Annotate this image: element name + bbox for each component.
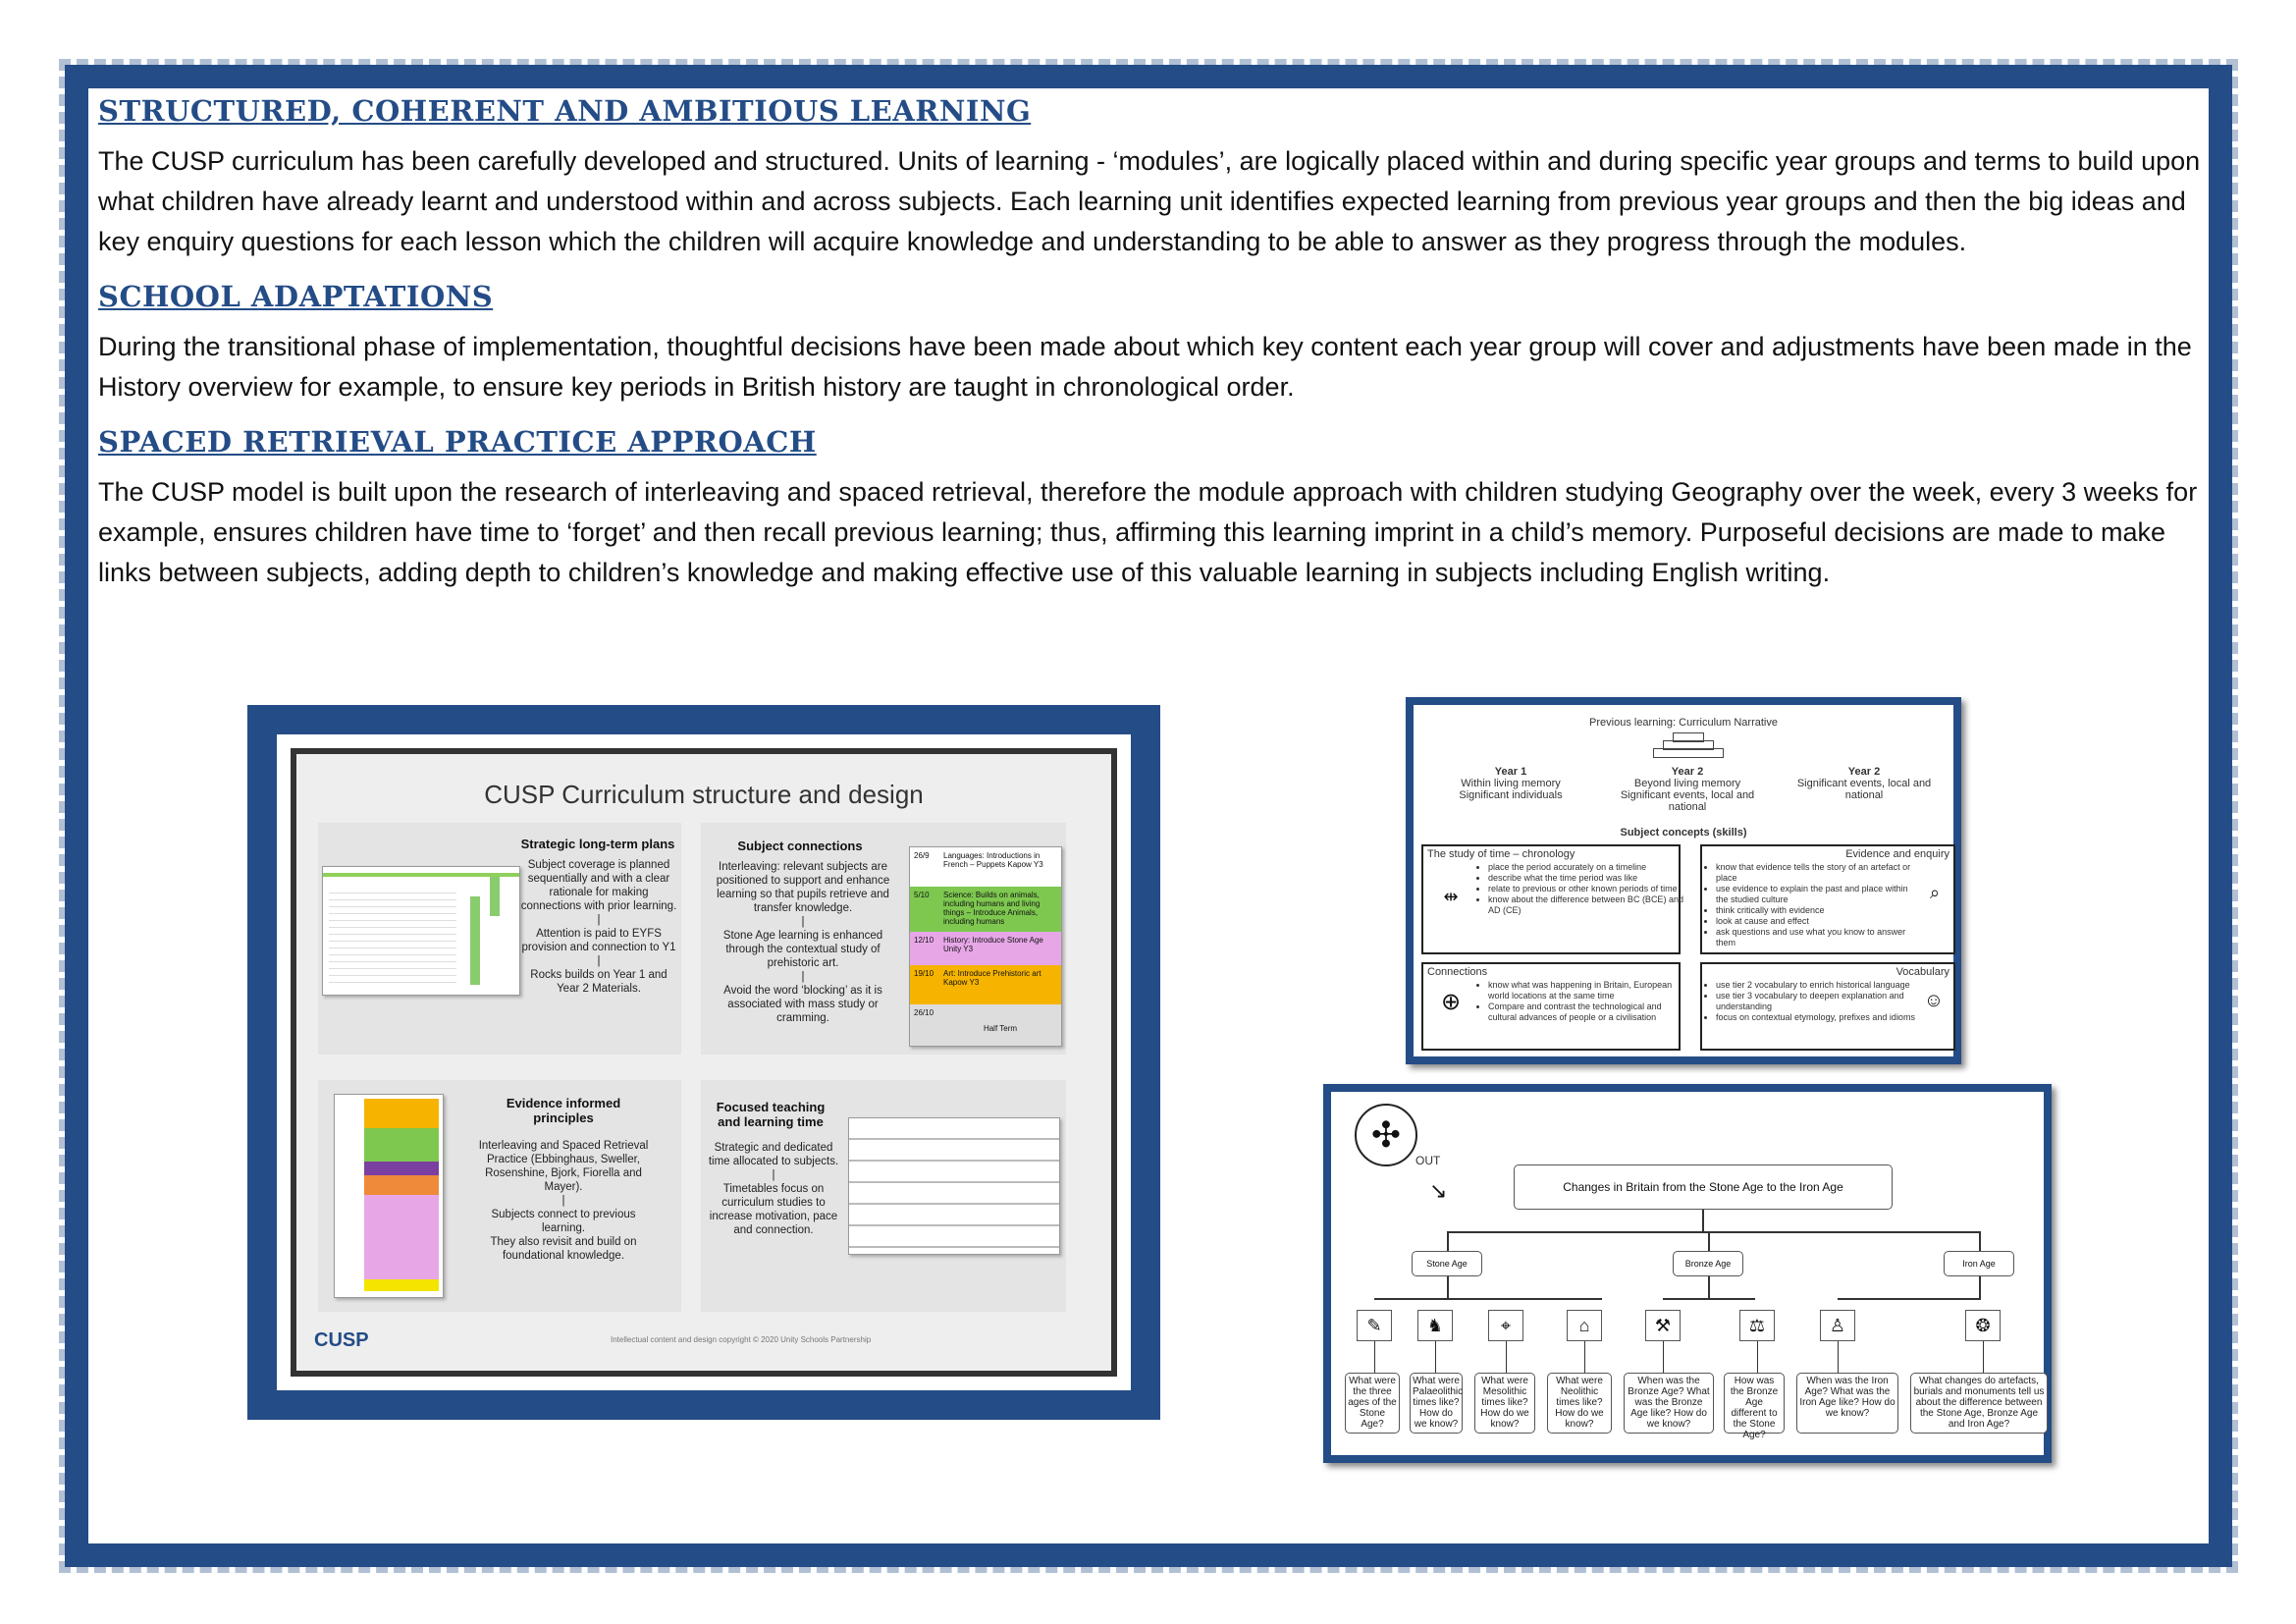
magnifier-icon: ⌕ — [1929, 883, 1941, 902]
bronze-tool-icon: ⚒ — [1645, 1310, 1681, 1341]
schedule-date: 26/10 — [914, 1008, 934, 1017]
knowledge-tree-image: ✣ OUT ↘ Changes in Britain from the Ston… — [1323, 1084, 2052, 1463]
question-box: What were Neolithic times like? How do w… — [1547, 1373, 1612, 1434]
year-column: Year 2 Significant events, local and nat… — [1796, 766, 1932, 801]
schedule-date: 12/10 — [914, 936, 934, 945]
timetable-thumbnail — [848, 1117, 1060, 1255]
schedule-thumbnail: 26/9 Languages: Introductions in French … — [909, 846, 1062, 1047]
card-focused-teaching: Focused teaching and learning time Strat… — [701, 1080, 1066, 1312]
mammoth-icon: ♞ — [1417, 1310, 1453, 1341]
concept-vocabulary: Vocabulary ☺ use tier 2 vocabulary to en… — [1700, 962, 1955, 1051]
card-body: Strategic and dedicated time allocated t… — [708, 1142, 839, 1236]
paragraph-spaced-retrieval: The CUSP model is built upon the researc… — [98, 477, 2198, 587]
schedule-label: Science: Builds on animals, including hu… — [943, 891, 1041, 926]
cave-painting-icon: ✎ — [1357, 1310, 1392, 1341]
card-title: Evidence informed principles — [506, 1096, 621, 1125]
question-box: What changes do artefacts, burials and m… — [1910, 1373, 2048, 1434]
branch-iron-age: Iron Age — [1944, 1251, 2014, 1276]
schedule-label: Art: Introduce Prehistoric art Kapow Y3 — [943, 969, 1041, 987]
globe-icon: ⊕ — [1440, 989, 1462, 1015]
paragraph-school-adaptations: During the transitional phase of impleme… — [98, 332, 2192, 402]
card-long-term-plans: Strategic long-term plans Subject covera… — [318, 823, 681, 1055]
timeline-icon: ⇹ — [1443, 887, 1459, 906]
schedule-date: 19/10 — [914, 969, 934, 978]
people-talking-icon: ☺ — [1923, 990, 1945, 1011]
schedule-label: Languages: Introductions in French – Pup… — [943, 851, 1043, 869]
question-box: What were the three ages of the Stone Ag… — [1345, 1373, 1400, 1434]
concept-connections: Connections ⊕ know what was happening in… — [1421, 962, 1681, 1051]
venn-icon: ❂ — [1965, 1310, 2001, 1341]
schedule-date: 5/10 — [914, 891, 930, 899]
question-box: What were Palaeolithic times like? How d… — [1410, 1373, 1463, 1434]
out-label: OUT — [1415, 1154, 1441, 1167]
question-box: How was the Bronze Age different to the … — [1724, 1373, 1785, 1440]
slide-footer: Intellectual content and design copyrigh… — [611, 1335, 872, 1344]
year-column: Year 2 Beyond living memory Significant … — [1620, 766, 1755, 813]
tree-root: Changes in Britain from the Stone Age to… — [1514, 1164, 1893, 1210]
card-title: Subject connections — [737, 839, 863, 853]
compare-icon: ⚖ — [1739, 1310, 1775, 1341]
long-term-plan-thumbnail — [322, 866, 520, 996]
card-body: Interleaving: relevant subjects are posi… — [716, 861, 890, 1024]
question-box: When was the Bronze Age? What was the Br… — [1624, 1373, 1714, 1434]
map-icon: ⌖ — [1488, 1310, 1523, 1341]
card-body: Subject coverage is planned sequentially… — [520, 859, 677, 995]
concepts-title: Subject concepts (skills) — [1620, 827, 1747, 839]
curriculum-narrative-image: Previous learning: Curriculum Narrative … — [1406, 697, 1961, 1064]
branch-bronze-age: Bronze Age — [1673, 1251, 1743, 1276]
card-title: Focused teaching and learning time — [716, 1100, 826, 1129]
card-body: Interleaving and Spaced Retrieval Practi… — [478, 1140, 649, 1262]
question-box: When was the Iron Age? What was the Iron… — [1796, 1373, 1898, 1434]
question-box: What were Mesolithic times like? How do … — [1474, 1373, 1535, 1434]
cusp-logo: CUSP — [314, 1329, 369, 1351]
year-column: Year 1 Within living memory Significant … — [1459, 766, 1563, 801]
heading-structured-learning: Structured, coherent and ambitious learn… — [98, 94, 1032, 128]
schedule-label: History: Introduce Stone Age Unity Y3 — [943, 936, 1043, 953]
schedule-date: 26/9 — [914, 851, 930, 860]
heading-spaced-retrieval: Spaced retrieval practice approach — [98, 425, 817, 459]
curved-arrow-icon: ↘ — [1429, 1178, 1448, 1203]
text-content: Structured, coherent and ambitious learn… — [98, 94, 2209, 611]
card-subject-connections: Subject connections Interleaving: releva… — [701, 823, 1066, 1055]
heading-school-adaptations: School adaptations — [98, 280, 494, 313]
schedule-label: Half Term — [983, 1024, 1018, 1033]
timeline-thumbnail — [334, 1094, 444, 1298]
iron-age-figure-icon: ♙ — [1820, 1310, 1855, 1341]
slide-title: CUSP Curriculum structure and design — [484, 780, 924, 809]
slide: CUSP Curriculum structure and design Str… — [291, 748, 1117, 1377]
concept-chronology: The study of time – chronology ⇹ place t… — [1421, 844, 1683, 954]
paragraph-structured-learning: The CUSP curriculum has been carefully d… — [98, 146, 2201, 256]
settlement-icon: ⌂ — [1567, 1310, 1602, 1341]
concept-evidence: Evidence and enquiry ⌕ know that evidenc… — [1700, 844, 1955, 954]
card-title: Strategic long-term plans — [520, 837, 675, 851]
narrative-title: Previous learning: Curriculum Narrative — [1589, 717, 1778, 729]
expand-arrows-icon: ✣ — [1355, 1104, 1417, 1166]
curriculum-structure-image: CUSP Curriculum structure and design Str… — [247, 705, 1160, 1420]
card-evidence-principles: Evidence informed principles Interleavin… — [318, 1080, 681, 1312]
branch-stone-age: Stone Age — [1412, 1251, 1482, 1276]
